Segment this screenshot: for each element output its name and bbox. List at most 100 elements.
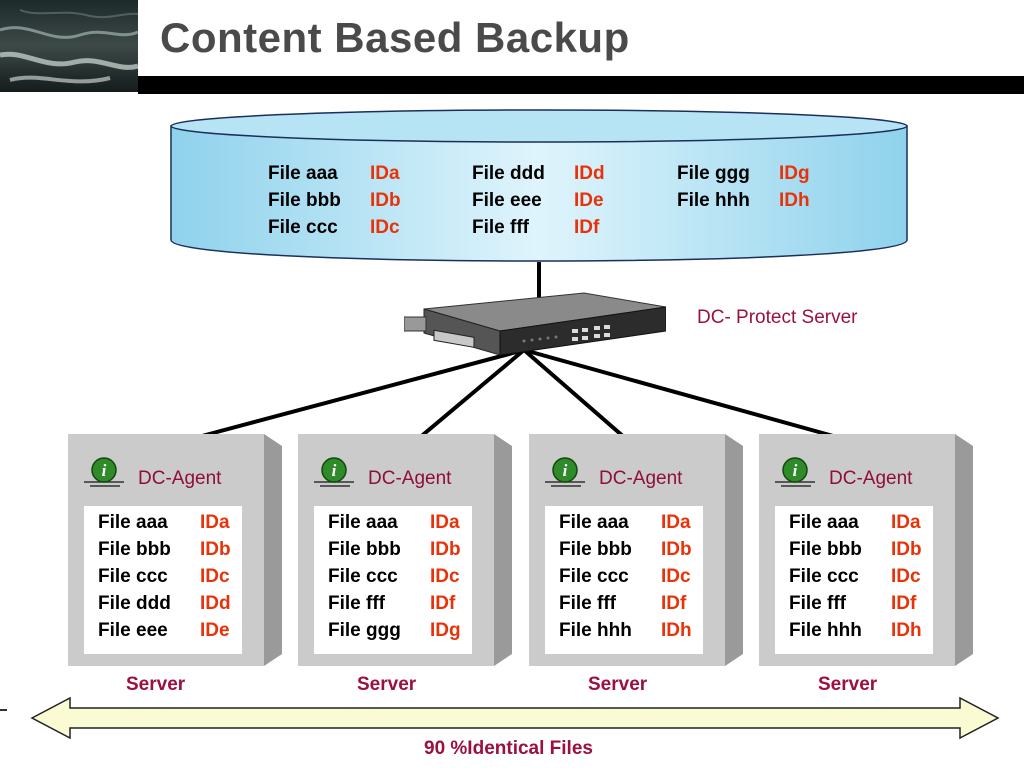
svg-text:i: i <box>563 461 568 480</box>
file-id: IDb <box>891 539 922 560</box>
agent-label: DC-Agent <box>599 468 683 489</box>
file-id: IDc <box>370 217 400 238</box>
agent-link-line-4 <box>523 348 863 446</box>
file-id: IDb <box>200 539 231 560</box>
page-title: Content Based Backup <box>160 14 630 61</box>
storage-file-entry: File ddd IDd <box>472 163 605 185</box>
file-id: IDc <box>430 566 460 587</box>
file-id: IDc <box>661 566 691 587</box>
info-icon: i <box>84 457 124 487</box>
file-name: File ccc <box>328 566 398 587</box>
svg-text:i: i <box>102 461 107 480</box>
agent-file-entry: File ddd IDd <box>98 593 231 615</box>
file-id: IDa <box>370 163 400 184</box>
agent-file-entry: File aaa IDa <box>559 512 691 534</box>
agent-file-entry: File ccc IDc <box>98 566 230 588</box>
file-name: File fff <box>789 593 846 614</box>
file-name: File ccc <box>98 566 168 587</box>
file-id: IDg <box>430 620 461 641</box>
file-id: IDh <box>661 620 692 641</box>
file-id: IDd <box>200 593 231 614</box>
file-name: File ccc <box>559 566 629 587</box>
storage-file-entry: File ccc IDc <box>268 217 400 239</box>
agent-file-entry: File ccc IDc <box>789 566 921 588</box>
file-id: IDh <box>891 620 922 641</box>
agent-link-line-3 <box>522 348 634 446</box>
file-name: File aaa <box>98 512 168 533</box>
agent-file-entry: File ggg IDg <box>328 620 461 642</box>
file-name: File ddd <box>472 163 545 184</box>
agent-box-side <box>725 434 743 666</box>
server-label: Server <box>357 674 417 695</box>
file-name: File eee <box>98 620 168 641</box>
agent-label: DC-Agent <box>368 468 452 489</box>
file-name: File aaa <box>789 512 859 533</box>
file-name: File fff <box>559 593 616 614</box>
title-underline-bar <box>138 76 1024 94</box>
agent-label: DC-Agent <box>829 468 913 489</box>
file-id: IDb <box>430 539 461 560</box>
file-id: IDh <box>779 190 810 211</box>
file-name: File ccc <box>268 217 338 238</box>
file-name: File ggg <box>328 620 401 641</box>
server-label: Server <box>588 674 648 695</box>
agent-file-entry: File eee IDe <box>98 620 230 642</box>
file-name: File aaa <box>559 512 629 533</box>
agent-link-line-1 <box>171 348 525 446</box>
file-id: IDa <box>891 512 921 533</box>
file-name: File bbb <box>789 539 862 560</box>
identical-files-label: 90 %Identical Files <box>424 738 593 759</box>
file-name: File hhh <box>677 190 750 211</box>
file-name: File bbb <box>98 539 171 560</box>
agent-box-side <box>494 434 512 666</box>
file-id: IDc <box>200 566 230 587</box>
file-id: IDb <box>370 190 401 211</box>
double-arrow-icon <box>30 696 1000 740</box>
storage-cylinder <box>170 109 908 262</box>
file-id: IDf <box>661 593 687 614</box>
file-id: IDd <box>574 163 605 184</box>
file-name: File bbb <box>559 539 632 560</box>
file-id: IDg <box>779 163 810 184</box>
agent-link-line-2 <box>410 348 526 446</box>
landscape-thumbnail <box>0 0 138 92</box>
file-name: File aaa <box>268 163 338 184</box>
agent-file-entry: File ccc IDc <box>328 566 460 588</box>
protect-server-label: DC- Protect Server <box>697 307 858 328</box>
file-id: IDe <box>200 620 230 641</box>
file-id: IDc <box>891 566 921 587</box>
svg-text:i: i <box>332 461 337 480</box>
file-name: File hhh <box>559 620 632 641</box>
file-name: File aaa <box>328 512 398 533</box>
storage-file-entry: File aaa IDa <box>268 163 400 185</box>
file-id: IDa <box>661 512 691 533</box>
agent-file-entry: File bbb IDb <box>789 539 922 561</box>
agent-file-entry: File fff IDf <box>559 593 686 615</box>
file-id: IDe <box>574 190 604 211</box>
margin-tick <box>0 709 7 711</box>
agent-box-side <box>955 434 973 666</box>
file-name: File ddd <box>98 593 171 614</box>
svg-text:i: i <box>793 461 798 480</box>
agent-file-entry: File hhh IDh <box>559 620 692 642</box>
file-name: File ccc <box>789 566 859 587</box>
server-label: Server <box>126 674 186 695</box>
info-icon: i <box>314 457 354 487</box>
file-name: File bbb <box>328 539 401 560</box>
file-id: IDa <box>200 512 230 533</box>
